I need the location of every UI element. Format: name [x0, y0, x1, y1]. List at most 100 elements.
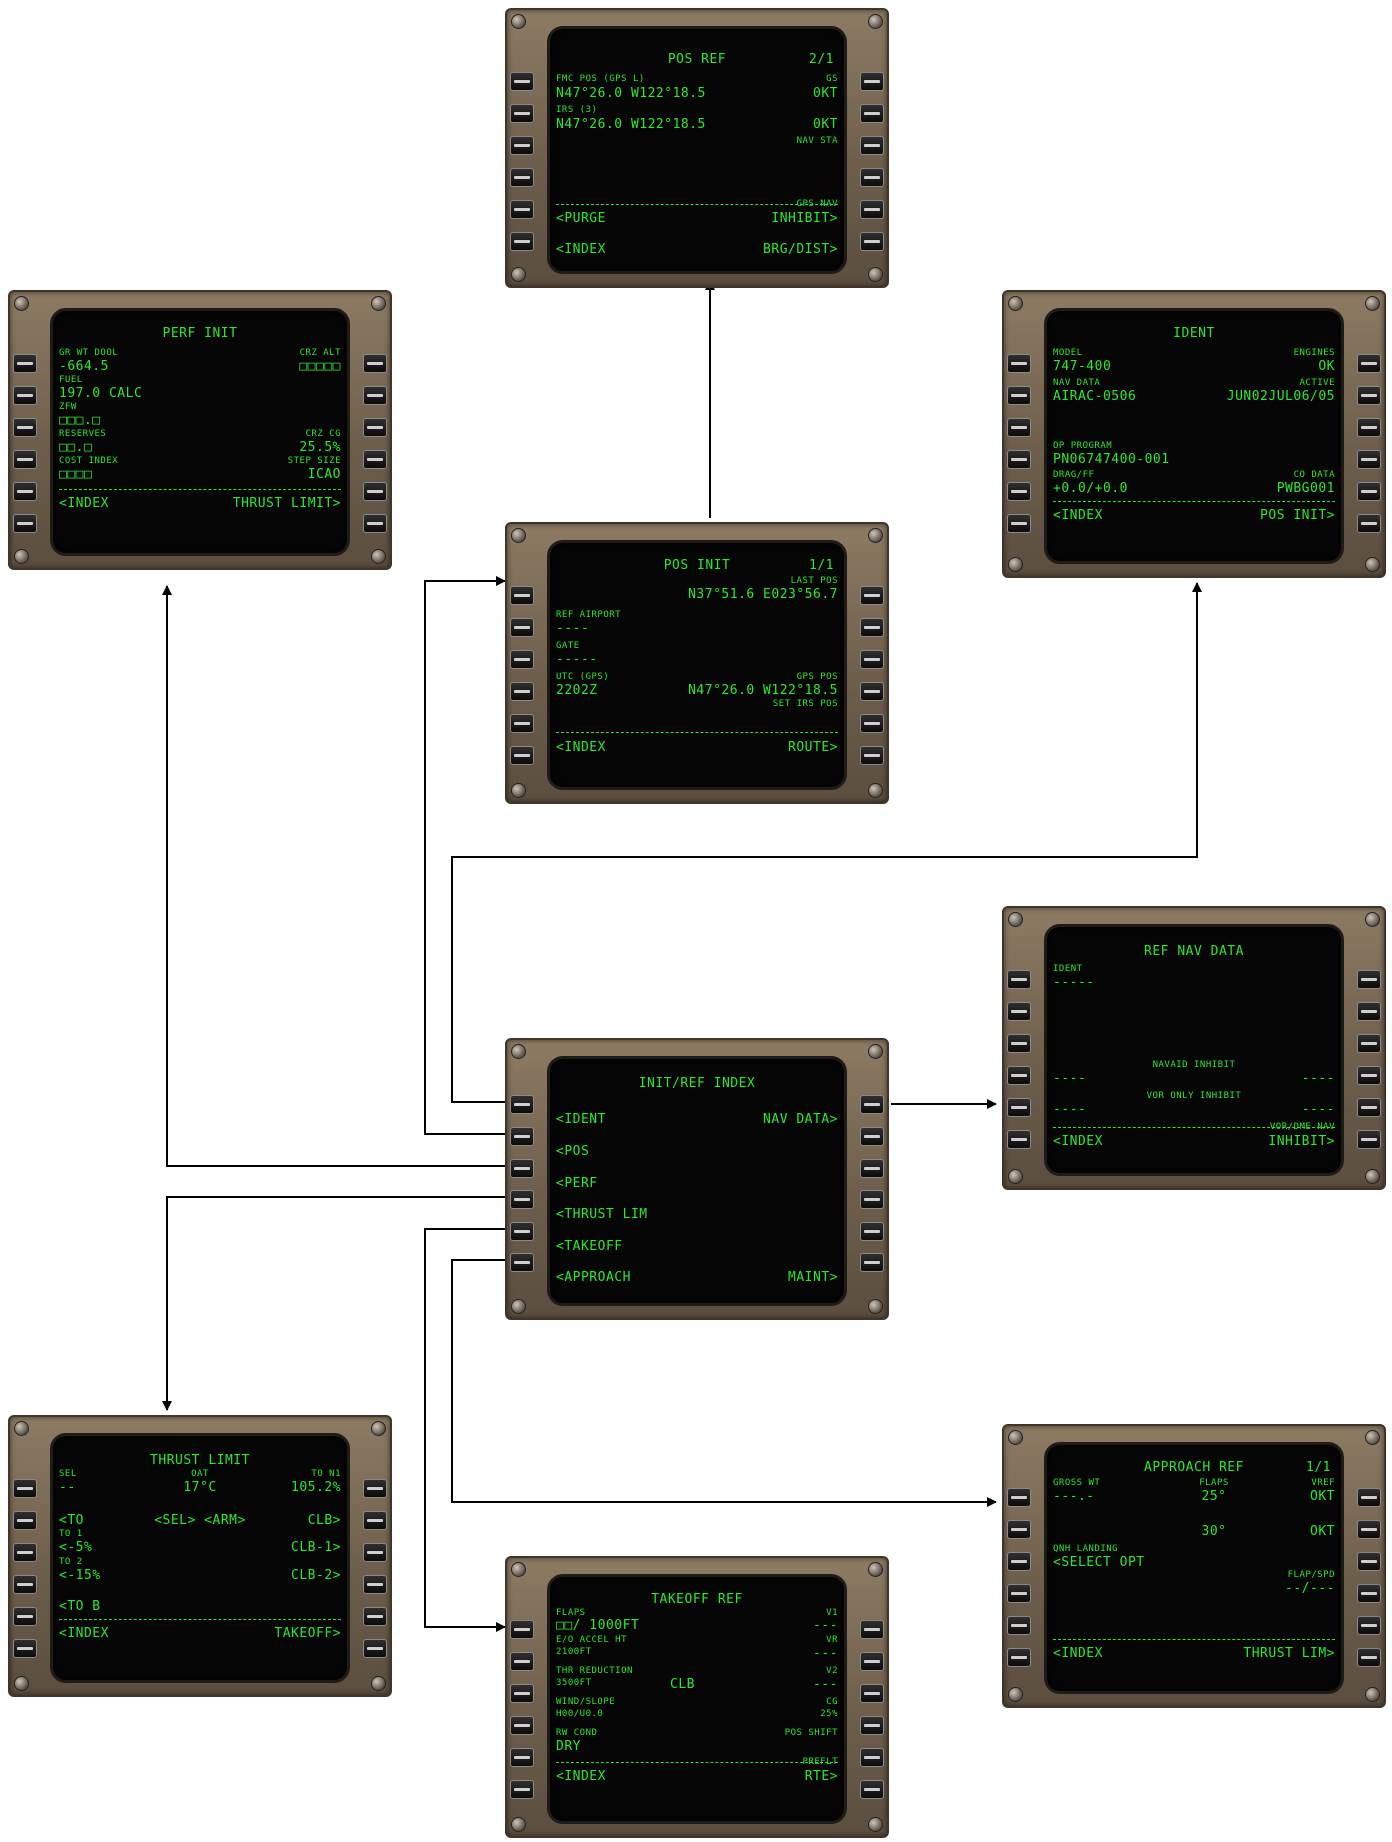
line-select-key-l3[interactable] — [510, 1159, 534, 1178]
line-select-key-l4[interactable] — [510, 682, 534, 701]
line-select-key-l4[interactable] — [1007, 1584, 1031, 1603]
line-select-key-r3[interactable] — [860, 136, 884, 155]
line-select-key-r3[interactable] — [363, 1543, 387, 1562]
line-select-key-r6[interactable] — [860, 1780, 884, 1799]
line-select-key-l1[interactable] — [1007, 354, 1031, 373]
line-select-key-r2[interactable] — [1357, 1520, 1381, 1539]
index-prompt[interactable]: <INDEX — [1053, 1647, 1103, 1660]
index-prompt[interactable]: <INDEX — [59, 1627, 109, 1640]
line-select-key-r4[interactable] — [1357, 1584, 1381, 1603]
line-select-key-l5[interactable] — [510, 200, 534, 219]
line-select-key-r2[interactable] — [860, 104, 884, 123]
line-select-key-r5[interactable] — [1357, 482, 1381, 501]
line-select-key-l5[interactable] — [510, 714, 534, 733]
line-select-key-l6[interactable] — [1007, 1130, 1031, 1149]
line-select-key-r3[interactable] — [363, 418, 387, 437]
purge-prompt[interactable]: <PURGE — [556, 212, 606, 225]
line-select-key-r2[interactable] — [860, 1127, 884, 1146]
line-select-key-r2[interactable] — [860, 1652, 884, 1671]
line-select-key-l3[interactable] — [1007, 1034, 1031, 1053]
line-select-key-l2[interactable] — [1007, 386, 1031, 405]
perf-prompt[interactable]: <PERF — [556, 1177, 598, 1190]
index-prompt[interactable]: <INDEX — [59, 497, 109, 510]
line-select-key-r5[interactable] — [363, 482, 387, 501]
line-select-key-r5[interactable] — [860, 200, 884, 219]
line-select-key-r3[interactable] — [860, 650, 884, 669]
index-prompt[interactable]: <INDEX — [556, 1770, 606, 1783]
line-select-key-r1[interactable] — [860, 586, 884, 605]
thrust-lim-prompt[interactable]: THRUST LIM> — [1243, 1647, 1335, 1660]
line-select-key-r6[interactable] — [860, 1253, 884, 1272]
maint-prompt[interactable]: MAINT> — [788, 1271, 838, 1284]
index-prompt[interactable]: <INDEX — [1053, 509, 1103, 522]
clb-prompt[interactable]: CLB> — [308, 1514, 341, 1527]
line-select-key-l2[interactable] — [1007, 1520, 1031, 1539]
line-select-key-r1[interactable] — [860, 1620, 884, 1639]
line-select-key-l1[interactable] — [510, 72, 534, 91]
line-select-key-r1[interactable] — [1357, 1488, 1381, 1507]
line-select-key-r5[interactable] — [363, 1607, 387, 1626]
inhibit-prompt[interactable]: INHIBIT> — [1268, 1135, 1335, 1148]
line-select-key-l4[interactable] — [13, 450, 37, 469]
index-prompt[interactable]: <INDEX — [556, 741, 606, 754]
clb2-prompt[interactable]: CLB-2> — [291, 1569, 341, 1582]
line-select-key-r2[interactable] — [860, 618, 884, 637]
pos-prompt[interactable]: <POS — [556, 1145, 589, 1158]
line-select-key-l2[interactable] — [510, 104, 534, 123]
line-select-key-l4[interactable] — [510, 1716, 534, 1735]
line-select-key-r6[interactable] — [860, 232, 884, 251]
line-select-key-r4[interactable] — [363, 1575, 387, 1594]
line-select-key-l2[interactable] — [13, 386, 37, 405]
ident-prompt[interactable]: <IDENT — [556, 1113, 606, 1126]
line-select-key-r4[interactable] — [860, 168, 884, 187]
line-select-key-l1[interactable] — [510, 1620, 534, 1639]
line-select-key-l4[interactable] — [510, 1190, 534, 1209]
line-select-key-l2[interactable] — [510, 1127, 534, 1146]
rte-prompt[interactable]: RTE> — [805, 1770, 838, 1783]
line-select-key-r2[interactable] — [363, 1511, 387, 1530]
line-select-key-r1[interactable] — [363, 354, 387, 373]
approach-prompt[interactable]: <APPROACH — [556, 1271, 631, 1284]
line-select-key-l4[interactable] — [13, 1575, 37, 1594]
line-select-key-l5[interactable] — [510, 1222, 534, 1241]
line-select-key-r6[interactable] — [363, 1639, 387, 1658]
line-select-key-l5[interactable] — [1007, 482, 1031, 501]
line-select-key-l6[interactable] — [13, 514, 37, 533]
line-select-key-l2[interactable] — [1007, 1002, 1031, 1021]
line-select-key-r6[interactable] — [860, 746, 884, 765]
index-prompt[interactable]: <INDEX — [1053, 1135, 1103, 1148]
line-select-key-l5[interactable] — [510, 1748, 534, 1767]
line-select-key-r5[interactable] — [1357, 1098, 1381, 1117]
line-select-key-r4[interactable] — [1357, 450, 1381, 469]
inhibit-prompt[interactable]: INHIBIT> — [771, 212, 838, 225]
line-select-key-l5[interactable] — [13, 1607, 37, 1626]
line-select-key-l3[interactable] — [510, 650, 534, 669]
line-select-key-r3[interactable] — [1357, 1034, 1381, 1053]
to2-prompt[interactable]: <-15% — [59, 1569, 101, 1582]
line-select-key-r4[interactable] — [860, 1190, 884, 1209]
line-select-key-r3[interactable] — [860, 1159, 884, 1178]
line-select-key-l1[interactable] — [510, 1095, 534, 1114]
line-select-key-r5[interactable] — [1357, 1616, 1381, 1635]
line-select-key-l5[interactable] — [1007, 1098, 1031, 1117]
line-select-key-l5[interactable] — [13, 482, 37, 501]
to1-prompt[interactable]: <-5% — [59, 1541, 92, 1554]
line-select-key-l6[interactable] — [1007, 1648, 1031, 1667]
line-select-key-l4[interactable] — [510, 168, 534, 187]
line-select-key-r5[interactable] — [860, 1748, 884, 1767]
line-select-key-r4[interactable] — [860, 1716, 884, 1735]
nav-data-prompt[interactable]: NAV DATA> — [763, 1113, 838, 1126]
line-select-key-l3[interactable] — [510, 1684, 534, 1703]
sel-arm-prompt[interactable]: <SEL> <ARM> — [53, 1514, 347, 1527]
line-select-key-l6[interactable] — [1007, 514, 1031, 533]
line-select-key-r5[interactable] — [860, 714, 884, 733]
line-select-key-l4[interactable] — [1007, 450, 1031, 469]
line-select-key-l6[interactable] — [510, 232, 534, 251]
line-select-key-l5[interactable] — [1007, 1616, 1031, 1635]
thrust-limit-prompt[interactable]: THRUST LIMIT> — [233, 497, 341, 510]
line-select-key-r4[interactable] — [1357, 1066, 1381, 1085]
route-prompt[interactable]: ROUTE> — [788, 741, 838, 754]
line-select-key-l3[interactable] — [1007, 1552, 1031, 1571]
line-select-key-r3[interactable] — [860, 1684, 884, 1703]
brg-dist-prompt[interactable]: BRG/DIST> — [763, 243, 838, 256]
